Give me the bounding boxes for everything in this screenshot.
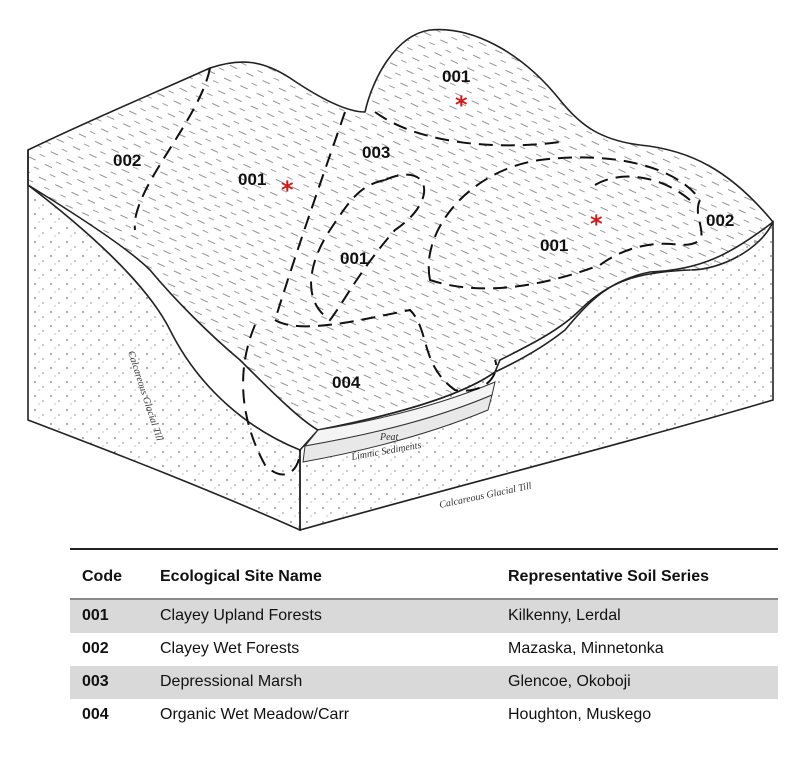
row-soil-series: Kilkenny, Lerdal (496, 599, 778, 633)
zone-label-001-center: 001 (340, 249, 368, 268)
marker-asterisk-hill: * (455, 91, 468, 119)
row-site-name: Clayey Wet Forests (160, 640, 300, 657)
row-site-name: Organic Wet Meadow/Carr (160, 706, 350, 723)
zone-label-001-hill: 001 (442, 67, 470, 86)
zone-label-002-left: 002 (113, 151, 141, 170)
row-code: 004 (82, 706, 109, 723)
table-row: 002 Clayey Wet Forests Mazaska, Minneton… (70, 633, 778, 666)
zone-label-001-right: 001 (540, 236, 568, 255)
right-cross-section (299, 220, 774, 532)
zone-label-003: 003 (362, 143, 390, 162)
zone-label-004: 004 (332, 373, 361, 392)
table-row: 003 Depressional Marsh Glencoe, Okoboji (70, 666, 778, 699)
table-row: 001 Clayey Upland Forests Kilkenny, Lerd… (70, 599, 778, 633)
row-soil-series: Mazaska, Minnetonka (508, 640, 664, 657)
legend-table: Code Ecological Site Name Representative… (70, 548, 778, 732)
header-site-name: Ecological Site Name (148, 548, 496, 600)
legend-header-row: Code Ecological Site Name Representative… (70, 548, 778, 600)
row-site-name: Depressional Marsh (148, 666, 496, 699)
header-soil-series: Representative Soil Series (496, 548, 778, 600)
row-site-name: Clayey Upland Forests (148, 599, 496, 633)
row-soil-series: Glencoe, Okoboji (496, 666, 778, 699)
zone-label-002-right: 002 (706, 211, 734, 230)
row-code: 001 (70, 599, 148, 633)
peat-label: Peat (379, 432, 399, 443)
marker-asterisk-left: * (281, 176, 294, 204)
marker-asterisk-right: * (590, 210, 603, 238)
row-soil-series: Houghton, Muskego (508, 706, 652, 723)
limnic-layer (302, 394, 493, 463)
landscape-block-diagram: 002 001 003 001 001 001 002 004 * * * Pe… (27, 28, 774, 532)
header-code: Code (70, 548, 148, 600)
row-code: 002 (82, 640, 109, 657)
row-code: 003 (70, 666, 148, 699)
zone-boundaries (133, 67, 703, 476)
zone-label-001-left: 001 (238, 170, 266, 189)
table-row: 004 Organic Wet Meadow/Carr Houghton, Mu… (70, 699, 778, 732)
